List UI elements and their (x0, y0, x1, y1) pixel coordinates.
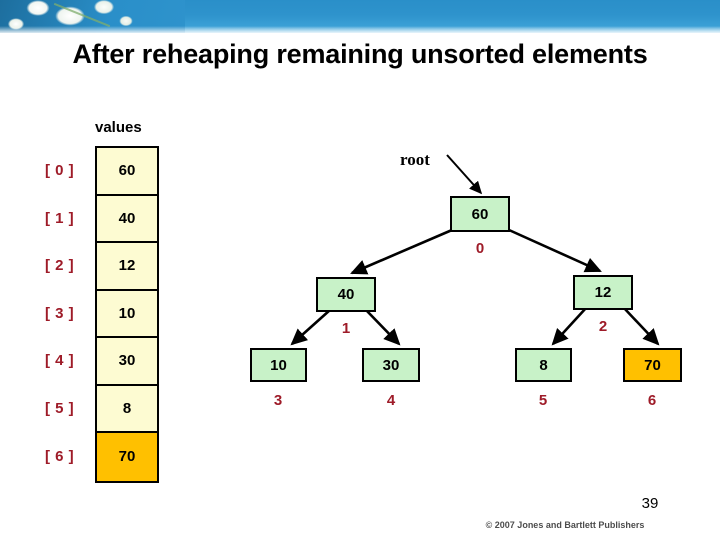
array-index-label: [ 6 ] (45, 448, 75, 466)
tree-node-3: 10 (250, 348, 307, 382)
tree-node-1: 40 (316, 277, 376, 312)
tree-node-4: 30 (362, 348, 420, 382)
edge-right-to-leftleaf (551, 307, 587, 346)
array-cell-value: 10 (118, 304, 136, 322)
array-cell-value: 12 (118, 257, 136, 275)
slide-banner (0, 0, 720, 33)
array-cell: [ 5 ] 8 (45, 385, 157, 433)
tree-node-index-5: 5 (538, 392, 548, 409)
tree-node-value: 60 (471, 205, 489, 223)
edge-right-to-rightleaf (623, 307, 660, 346)
array-cell-value: 40 (118, 209, 136, 227)
array-index-label: [ 2 ] (45, 257, 75, 275)
edge-left-to-leftleaf (290, 309, 331, 346)
tree-node-value: 12 (594, 284, 612, 301)
tree-node-index-0: 0 (475, 240, 485, 257)
array-cell: [ 2 ] 12 (45, 243, 157, 291)
array-index-label: [ 5 ] (45, 399, 75, 417)
array-label: values (95, 119, 142, 136)
array-cell-highlighted: [ 6 ] 70 (45, 433, 157, 481)
array-cell: [ 1 ] 40 (45, 195, 157, 243)
tree-node-value: 8 (539, 356, 548, 374)
values-array: [ 0 ] 60 [ 1 ] 40 [ 2 ] 12 [ 3 ] 10 [ 4 … (45, 146, 159, 483)
slide-title: After reheaping remaining unsorted eleme… (72, 39, 648, 69)
tree-node-index-2: 2 (598, 318, 608, 335)
slide-number: 39 (641, 495, 659, 512)
array-cell-value: 30 (118, 352, 136, 370)
array-cell: [ 0 ] 60 (45, 148, 157, 196)
array-index-label: [ 4 ] (45, 352, 75, 370)
array-cell-value: 60 (118, 162, 136, 180)
tree-node-5: 8 (515, 348, 572, 382)
array-cell-value: 8 (122, 399, 132, 417)
tree-node-index-6: 6 (647, 392, 657, 409)
banner-fade-overlay (0, 26, 720, 33)
root-pointer-arrow (446, 154, 483, 195)
tree-node-index-1: 1 (341, 320, 351, 337)
tree-node-value: 10 (270, 356, 287, 374)
array-cell: [ 3 ] 10 (45, 290, 157, 338)
tree-node-value: 40 (337, 286, 355, 303)
tree-node-value: 30 (382, 356, 400, 374)
array-cell: [ 4 ] 30 (45, 338, 157, 386)
tree-node-2: 12 (573, 275, 633, 310)
tree-node-value: 70 (644, 356, 661, 374)
tree-node-6-highlighted: 70 (623, 348, 682, 382)
edge-root-to-left (350, 228, 453, 275)
array-index-label: [ 1 ] (45, 209, 75, 227)
edge-left-to-rightleaf (365, 309, 401, 346)
tree-node-index-3: 3 (273, 392, 283, 409)
array-index-label: [ 0 ] (45, 162, 75, 180)
copyright-notice: © 2007 Jones and Bartlett Publishers (485, 520, 645, 530)
tree-node-0: 60 (450, 196, 510, 232)
edge-root-to-right (508, 228, 602, 273)
array-index-label: [ 3 ] (45, 304, 75, 322)
root-pointer-label: root (400, 150, 430, 169)
tree-node-index-4: 4 (386, 392, 396, 409)
array-cell-value: 70 (118, 448, 136, 466)
